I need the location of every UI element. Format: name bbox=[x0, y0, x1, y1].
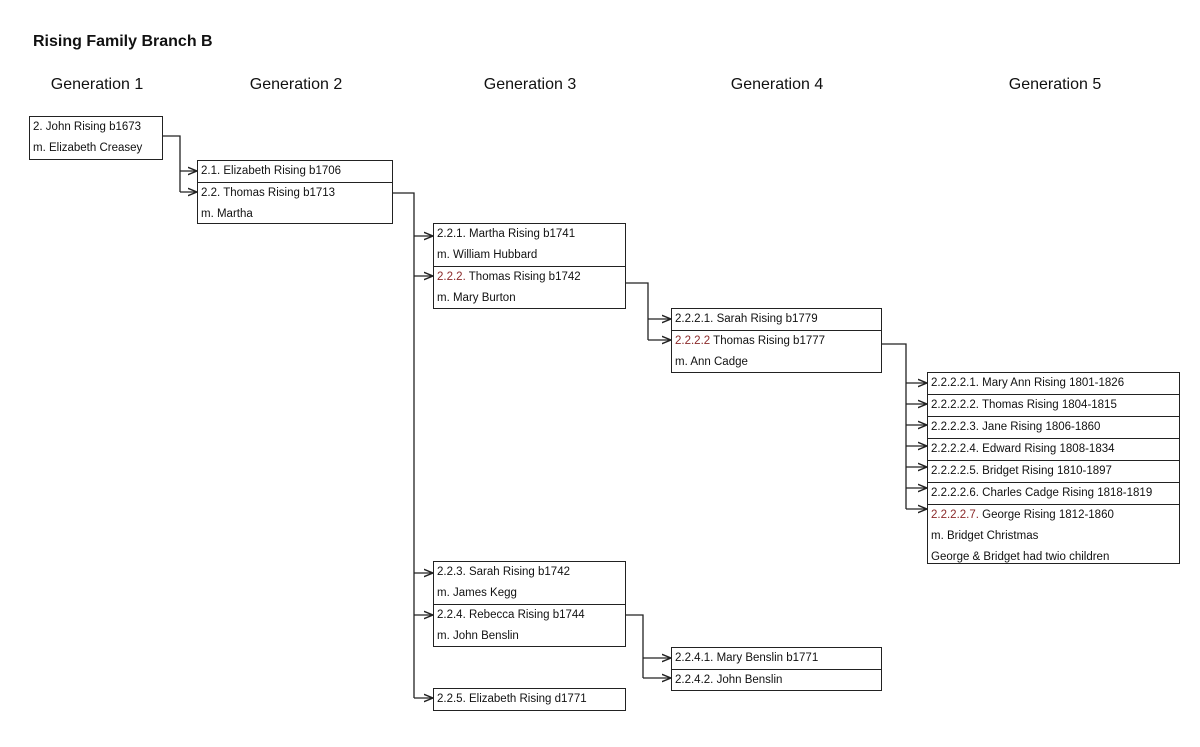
person-name: 2.2.4.1. Mary Benslin b1771 bbox=[675, 652, 819, 664]
generation-3-heading: Generation 3 bbox=[483, 76, 577, 93]
generation-3-upper-group: 2.2.1. Martha Rising b1741 m. William Hu… bbox=[433, 223, 626, 309]
person-name: 2.2.2.2.3. Jane Rising 1806-1860 bbox=[928, 416, 1179, 438]
person-name: 2.2.2.1. Sarah Rising b1779 bbox=[675, 313, 818, 325]
person-spouse: m. Ann Cadge bbox=[675, 356, 748, 368]
generation-3-lower-group: 2.2.3. Sarah Rising b1742 m. James Kegg … bbox=[433, 561, 626, 647]
person-name: 2.2.2.2.1. Mary Ann Rising 1801-1826 bbox=[931, 377, 1125, 389]
generation-4-upper-group: 2.2.2.1. Sarah Rising b1779 2.2.2.2 Thom… bbox=[671, 308, 882, 373]
person-name: 2.2.2. Thomas Rising b1742 bbox=[434, 266, 625, 288]
generation-4-heading: Generation 4 bbox=[730, 76, 824, 93]
chart-title: Rising Family Branch B bbox=[33, 33, 213, 50]
generation-2-heading: Generation 2 bbox=[249, 76, 343, 93]
person-spouse: m. James Kegg bbox=[437, 587, 517, 599]
person-spouse: m. Mary Burton bbox=[437, 292, 516, 304]
person-name: 2. John Rising b1673 bbox=[33, 121, 142, 133]
person-name: 2.2.1. Martha Rising b1741 bbox=[437, 228, 576, 240]
person-name: 2.2. Thomas Rising b1713 bbox=[198, 182, 392, 204]
generation-5-group: 2.2.2.2.1. Mary Ann Rising 1801-1826 2.2… bbox=[927, 372, 1180, 564]
person-name: 2.2.2.2.5. Bridget Rising 1810-1897 bbox=[928, 460, 1179, 482]
person-name: 2.2.3. Sarah Rising b1742 bbox=[437, 566, 570, 578]
person-box-elizabeth-rising-d1771: 2.2.5. Elizabeth Rising d1771 bbox=[433, 688, 626, 711]
person-box-john-rising: 2. John Rising b1673 m. Elizabeth Crease… bbox=[29, 116, 163, 160]
generation-1-heading: Generation 1 bbox=[50, 76, 144, 93]
person-name: 2.2.5. Elizabeth Rising d1771 bbox=[437, 693, 587, 705]
person-note: George & Bridget had twio children bbox=[931, 551, 1110, 563]
person-spouse: m. Bridget Christmas bbox=[931, 530, 1039, 542]
generation-4-lower-group: 2.2.4.1. Mary Benslin b1771 2.2.4.2. Joh… bbox=[671, 647, 882, 691]
person-name: 2.2.2.2.6. Charles Cadge Rising 1818-181… bbox=[928, 482, 1179, 504]
person-spouse: m. William Hubbard bbox=[437, 249, 538, 261]
person-name: 2.2.2.2.2. Thomas Rising 1804-1815 bbox=[928, 394, 1179, 416]
person-name: 2.2.2.2 Thomas Rising b1777 bbox=[672, 330, 881, 352]
person-name: 2.2.2.2.4. Edward Rising 1808-1834 bbox=[928, 438, 1179, 460]
person-spouse: m. Martha bbox=[201, 208, 253, 220]
person-name: 2.2.4. Rebecca Rising b1744 bbox=[434, 604, 625, 626]
person-name: 2.1. Elizabeth Rising b1706 bbox=[201, 165, 342, 177]
person-spouse: m. John Benslin bbox=[437, 630, 519, 642]
person-name: 2.2.2.2.7. George Rising 1812-1860 bbox=[928, 504, 1179, 526]
person-spouse: m. Elizabeth Creasey bbox=[33, 142, 143, 154]
person-name: 2.2.4.2. John Benslin bbox=[672, 669, 881, 691]
generation-5-heading: Generation 5 bbox=[1008, 76, 1102, 93]
generation-2-group: 2.1. Elizabeth Rising b1706 2.2. Thomas … bbox=[197, 160, 393, 224]
